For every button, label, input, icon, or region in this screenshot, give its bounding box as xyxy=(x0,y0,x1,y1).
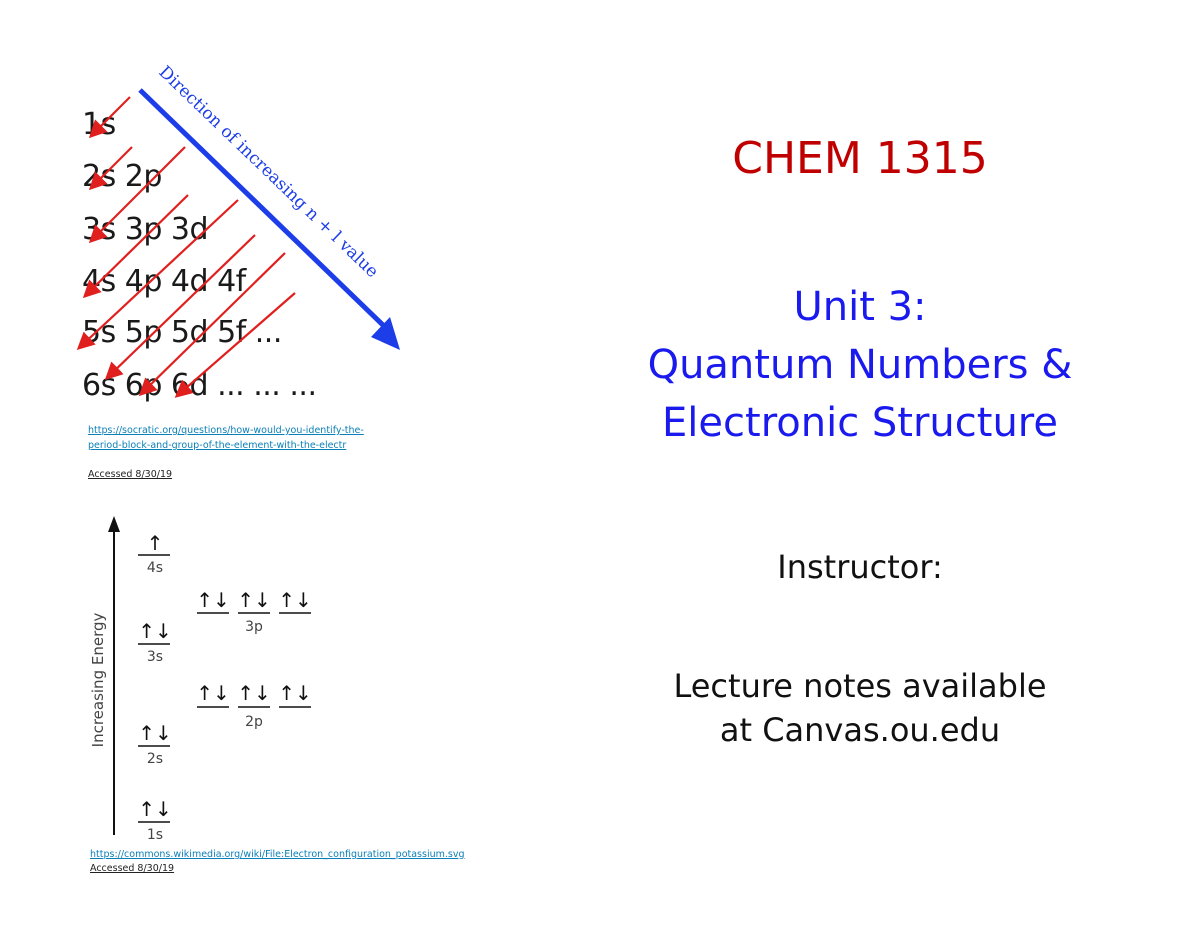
lecture-notes-line-2: at Canvas.ou.edu xyxy=(719,711,1001,749)
source-link-socratic[interactable]: https://socratic.org/questions/how-would… xyxy=(88,425,364,451)
orbital-label: 2p xyxy=(245,714,263,730)
aufbau-arrows: Direction of increasing n + l value xyxy=(76,62,400,398)
orbital-label: 3p xyxy=(245,619,263,635)
diagonal-arrow xyxy=(174,292,296,398)
direction-label: Direction of increasing n + l value xyxy=(155,62,383,282)
electron-arrows: ↑ xyxy=(147,531,164,555)
energy-axis-label: Increasing Energy xyxy=(89,613,107,748)
diagonal-arrow xyxy=(82,194,189,299)
orbital-1s: ↑↓ 1s xyxy=(138,797,172,843)
source-link-wikimedia[interactable]: https://commons.wikimedia.org/wiki/File:… xyxy=(90,849,465,860)
electron-arrows: ↑↓ xyxy=(237,588,271,612)
electron-arrows: ↑↓ xyxy=(278,681,312,705)
electron-arrows: ↑↓ xyxy=(138,797,172,821)
lecture-notes-note: Lecture notes available at Canvas.ou.edu xyxy=(560,664,1160,752)
diagonal-arrow xyxy=(88,96,131,139)
electron-arrows: ↑↓ xyxy=(237,681,271,705)
orbital-label: 2s xyxy=(147,751,163,767)
orbital-3s: ↑↓ 3s xyxy=(138,619,172,665)
orbital-label: 3s xyxy=(147,649,163,665)
electron-arrows: ↑↓ xyxy=(196,588,230,612)
electron-arrows: ↑↓ xyxy=(138,721,172,745)
orbital-label: 4s xyxy=(147,560,163,576)
orbital-label: 1s xyxy=(147,827,163,843)
lecture-notes-line-1: Lecture notes available xyxy=(673,667,1047,705)
diagonal-arrow xyxy=(88,146,186,244)
aufbau-diagram: 1s 2s 2p 3s 3p 3d 4s 4p 4d 4f 5s 5p 5d 5… xyxy=(60,55,440,415)
instructor-label: Instructor: xyxy=(777,548,943,586)
orbital-4s: ↑ 4s xyxy=(138,531,170,576)
electron-arrows: ↑↓ xyxy=(138,619,172,643)
diagonal-arrow xyxy=(104,234,256,381)
diagonal-arrow xyxy=(138,252,286,397)
unit-title-line-1: Unit 3: xyxy=(793,284,927,330)
orbital-2p: ↑↓ ↑↓ ↑↓ 2p xyxy=(196,681,312,730)
energy-axis-arrow xyxy=(108,516,120,835)
unit-title: Unit 3: Quantum Numbers & Electronic Str… xyxy=(560,278,1160,452)
electron-arrows: ↑↓ xyxy=(278,588,312,612)
unit-title-line-2: Quantum Numbers & xyxy=(647,342,1073,388)
source-accessed-date: Accessed 8/30/19 xyxy=(88,469,173,480)
course-title: CHEM 1315 xyxy=(732,133,988,184)
unit-title-line-3: Electronic Structure xyxy=(662,400,1058,446)
energy-level-diagram: Increasing Energy ↑ 4s ↑↓ 3s ↑↓ ↑↓ ↑↓ 3p… xyxy=(70,510,400,845)
diagonal-arrow xyxy=(76,199,239,350)
direction-arrow xyxy=(138,88,400,350)
electron-arrows: ↑↓ xyxy=(196,681,230,705)
diagonal-arrow xyxy=(88,146,133,191)
source-accessed-date-2: Accessed 8/30/19 xyxy=(90,863,175,874)
orbital-2s: ↑↓ 2s xyxy=(138,721,172,767)
orbital-3p: ↑↓ ↑↓ ↑↓ 3p xyxy=(196,588,312,635)
